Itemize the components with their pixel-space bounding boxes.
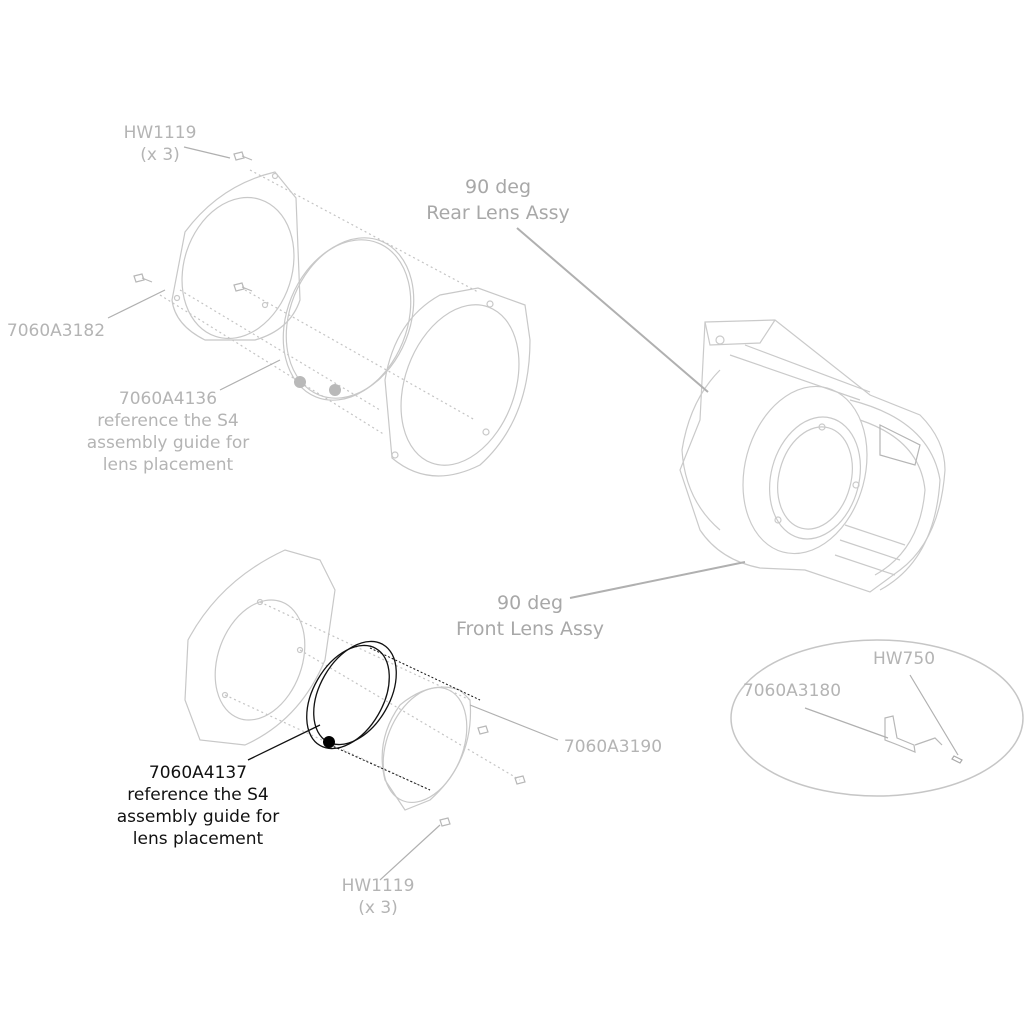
label-7060A4137: 7060A4137 reference the S4 assembly guid… — [114, 762, 282, 850]
rear-lens-position-dot-1 — [294, 376, 306, 388]
label-hw1119-top: HW1119 (x 3) — [118, 122, 202, 166]
label-hw750-text: HW750 — [872, 649, 936, 669]
label-7060A3190-text: 7060A3190 — [563, 737, 663, 757]
rear-lens-disc — [282, 237, 415, 401]
front-assembly-guide-lines — [224, 601, 521, 791]
label-hw1119-top-line1: HW1119 — [123, 123, 197, 143]
label-hw1119-bottom-line2: (x 3) — [358, 898, 398, 918]
front-mount-plate — [184, 549, 336, 746]
label-front-lens-assy: 90 deg Front Lens Assy — [448, 590, 612, 642]
label-hw1119-top-line2: (x 3) — [140, 145, 180, 165]
leader-line-7060A4137 — [247, 724, 321, 761]
label-7060A4136: 7060A4136 reference the S4 assembly guid… — [84, 388, 252, 476]
label-7060A3180: 7060A3180 — [736, 680, 848, 702]
detail-callout-bubble — [730, 639, 1024, 797]
label-7060A4136-line4: lens placement — [102, 455, 234, 475]
front-lens-disc-highlighted — [306, 640, 397, 750]
label-7060A3182-text: 7060A3182 — [6, 321, 106, 341]
rear-mount-plate — [171, 171, 301, 341]
label-7060A3182: 7060A3182 — [4, 320, 108, 342]
rear-lens-position-dot-2 — [329, 384, 341, 396]
label-hw750: HW750 — [862, 648, 946, 670]
label-7060A4136-line2: reference the S4 — [97, 411, 239, 431]
lens-housing-assembly — [679, 319, 946, 593]
label-7060A3190: 7060A3190 — [558, 736, 668, 758]
label-rear-lens-assy-line2: Rear Lens Assy — [426, 202, 570, 224]
label-hw1119-bottom-line1: HW1119 — [341, 876, 415, 896]
rear-lens-exploded-group — [133, 151, 531, 477]
label-7060A4137-line2: reference the S4 — [127, 785, 269, 805]
label-7060A4137-line1: 7060A4137 — [148, 763, 248, 783]
label-front-lens-assy-line1: 90 deg — [496, 592, 564, 614]
label-rear-lens-assy: 90 deg Rear Lens Assy — [420, 174, 576, 226]
label-7060A4137-line3: assembly guide for — [116, 807, 280, 827]
rear-lens-retainer-ring — [384, 287, 531, 477]
leader-lines — [107, 146, 959, 881]
label-7060A3180-text: 7060A3180 — [742, 681, 842, 701]
label-front-lens-assy-line2: Front Lens Assy — [455, 618, 605, 640]
front-screw-set — [439, 725, 526, 827]
label-7060A4136-line3: assembly guide for — [86, 433, 250, 453]
front-lens-dashed-guides — [329, 647, 481, 791]
spring-part-hw750 — [951, 755, 963, 764]
label-7060A4136-line1: 7060A4136 — [118, 389, 218, 409]
front-lens-position-dot — [323, 736, 335, 748]
label-hw1119-bottom: HW1119 (x 3) — [336, 875, 420, 919]
front-retainer-ring — [381, 686, 472, 811]
label-rear-lens-assy-line1: 90 deg — [464, 176, 532, 198]
bracket-part-7060A3180 — [884, 715, 943, 753]
label-7060A4137-line4: lens placement — [132, 829, 264, 849]
front-lens-exploded-group — [184, 549, 526, 827]
rear-assembly-guide-lines — [159, 169, 479, 436]
rear-screw-set — [133, 151, 253, 292]
